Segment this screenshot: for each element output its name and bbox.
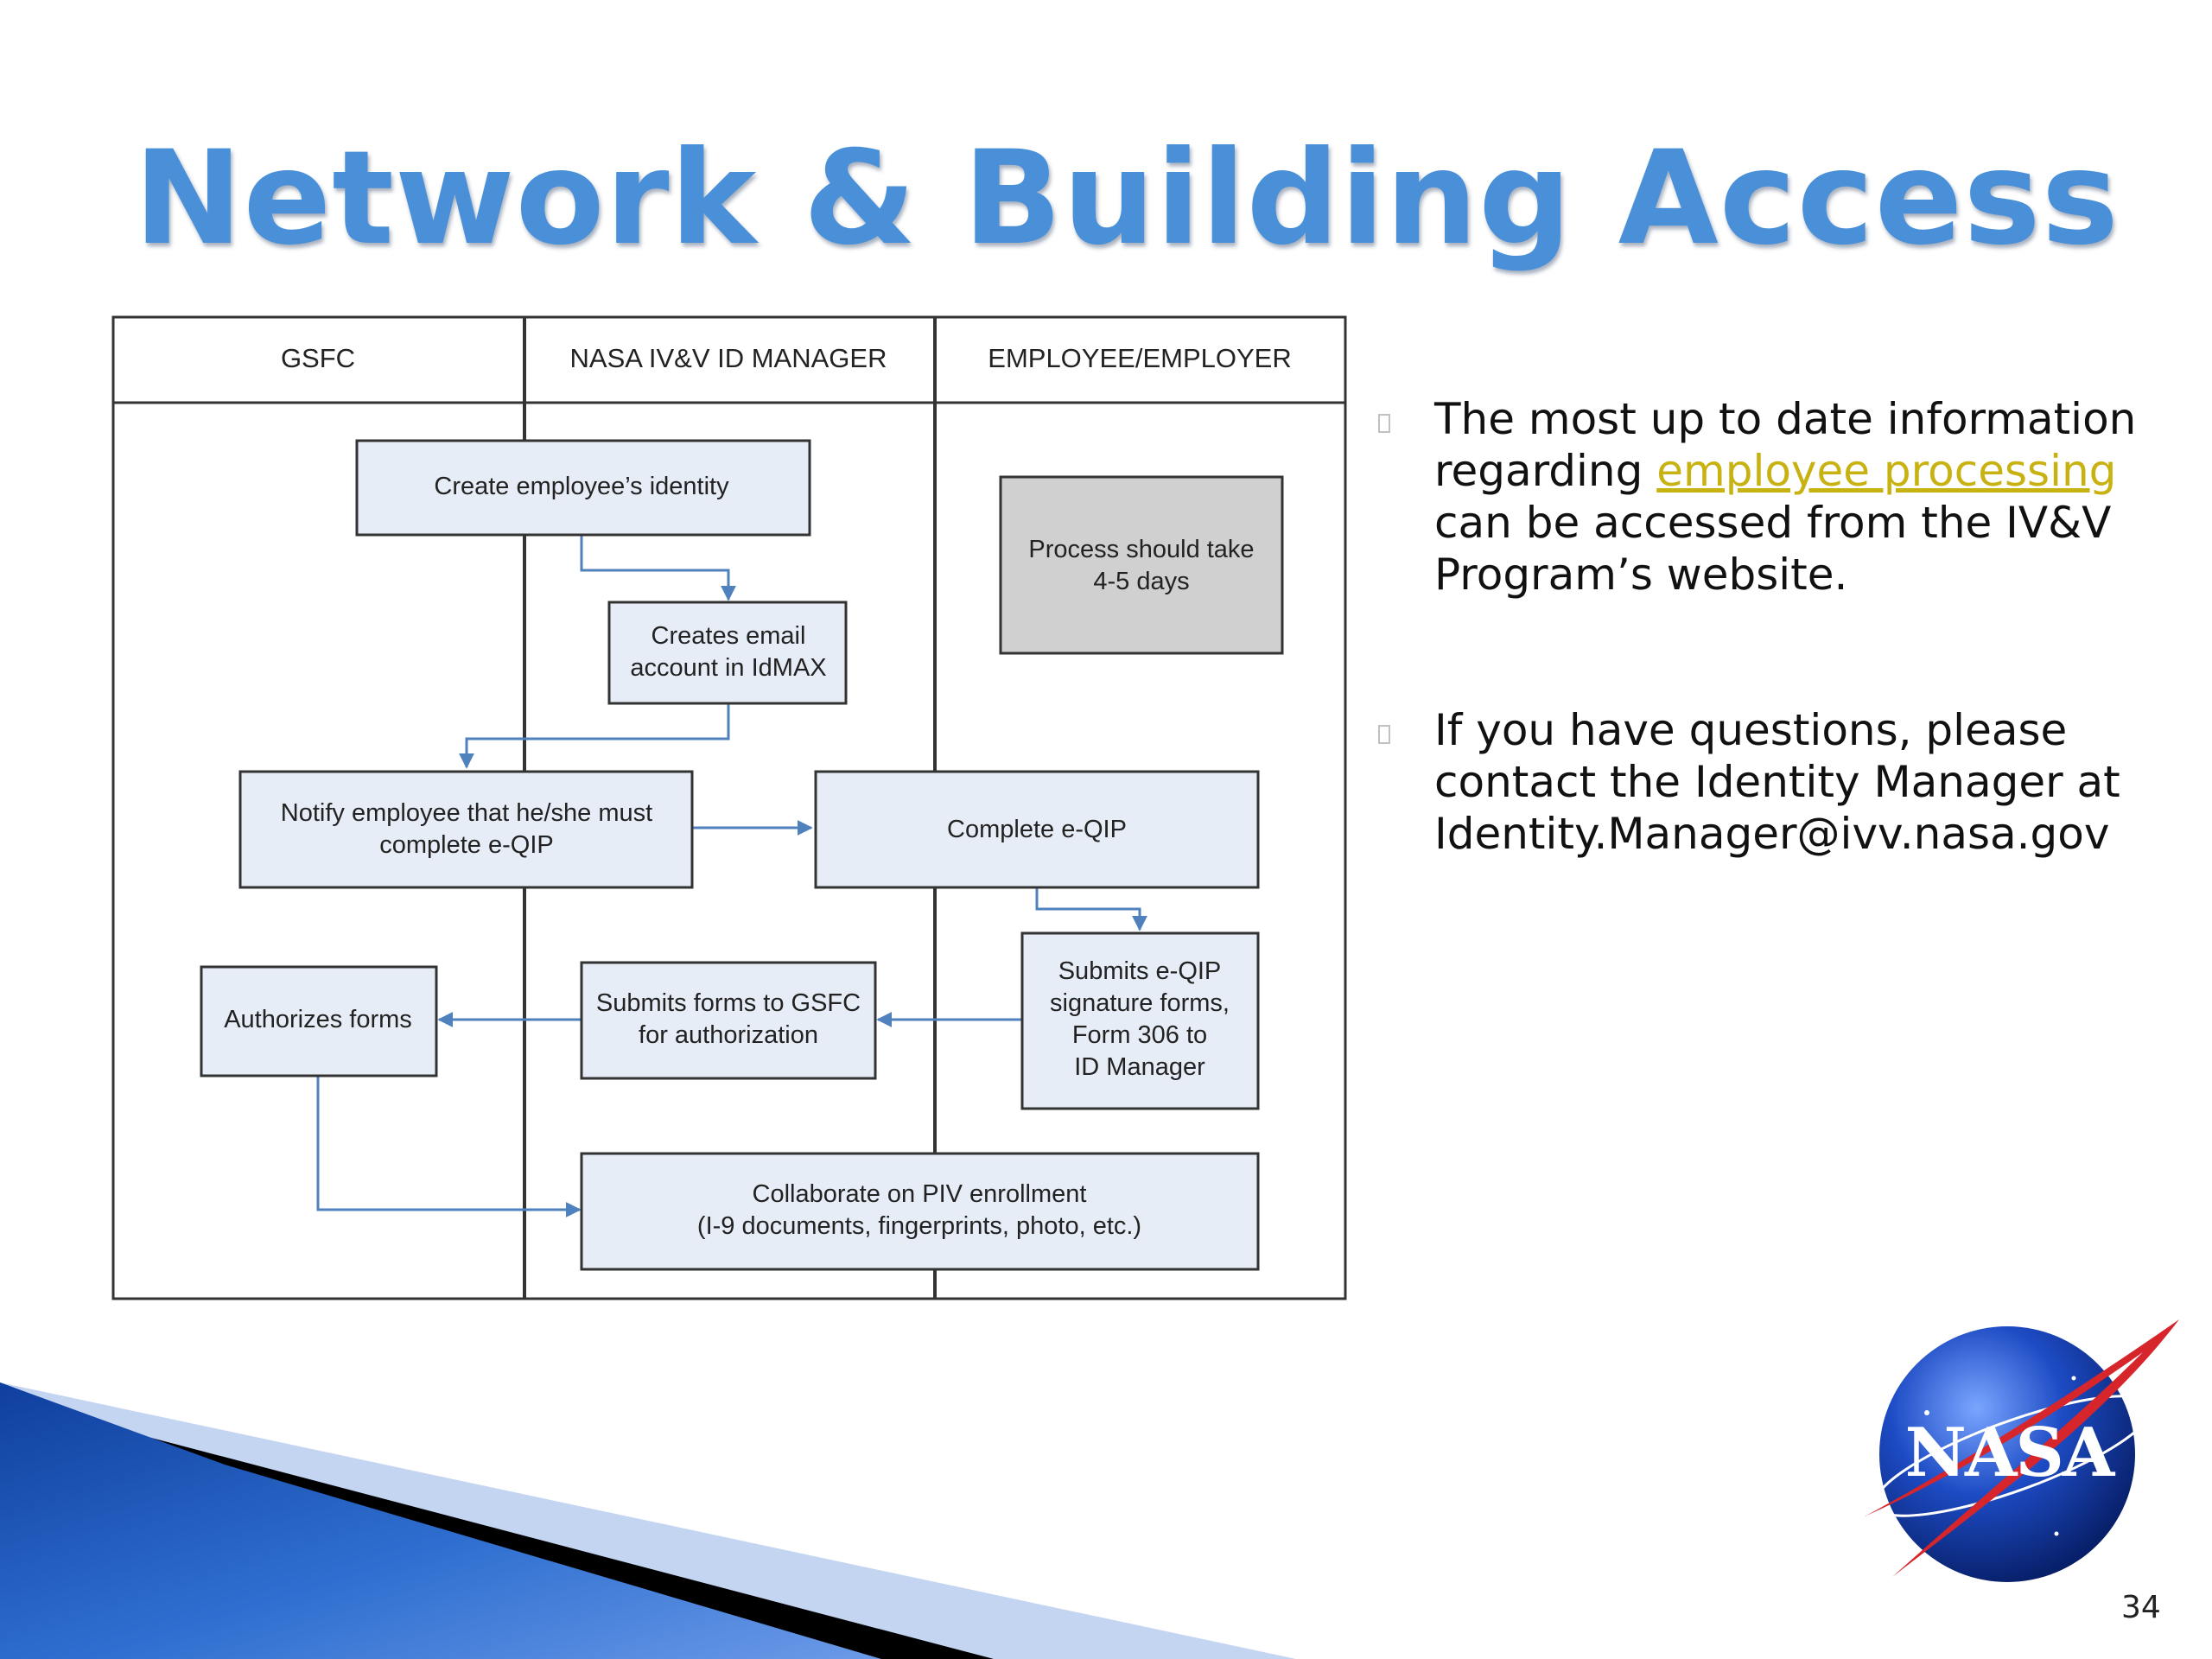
employee-processing-link[interactable]: employee processing: [1656, 446, 2117, 496]
lane-header-id-manager: NASA IV&V ID MANAGER: [570, 343, 887, 373]
nasa-logo: NASA: [1865, 1319, 2179, 1582]
step-create-identity: Create employee’s identity: [355, 439, 811, 537]
svg-text:Create employee’s identity: Create employee’s identity: [434, 473, 729, 500]
step-notify-employee: Notify employee that he/she must complet…: [238, 770, 694, 889]
svg-text:Creates email: Creates email: [652, 622, 806, 650]
step-complete-eqip: Complete e-QIP: [814, 770, 1260, 889]
svg-text:Complete e-QIP: Complete e-QIP: [947, 816, 1127, 843]
svg-text:signature forms,: signature forms,: [1050, 989, 1230, 1017]
svg-text:Notify employee that he/she mu: Notify employee that he/she must: [281, 799, 652, 827]
step-authorizes-forms: Authorizes forms: [200, 965, 438, 1077]
svg-text:complete e-QIP: complete e-QIP: [379, 831, 553, 859]
arrow-identity-to-email: [580, 536, 736, 601]
step-submits-to-gsfc: Submits forms to GSFC for authorization: [580, 961, 877, 1080]
bullet-list: The most up to date information regardin…: [1378, 393, 2199, 963]
svg-text:Process should take: Process should take: [1028, 536, 1254, 563]
svg-text:account in IdMAX: account in IdMAX: [630, 654, 826, 682]
svg-text:Submits forms to GSFC: Submits forms to GSFC: [596, 989, 861, 1017]
slide-title: Network & Building Access: [134, 124, 2120, 274]
page-number: 34: [2121, 1590, 2161, 1625]
bullet-marker-icon: [1378, 725, 1390, 744]
lane-header-gsfc: GSFC: [281, 343, 355, 373]
svg-text:for authorization: for authorization: [639, 1021, 818, 1049]
svg-text:Submits e-QIP: Submits e-QIP: [1058, 957, 1222, 985]
bullet-contact: If you have questions, please contact th…: [1378, 704, 2199, 860]
svg-text:Collaborate on PIV enrollment: Collaborate on PIV enrollment: [753, 1180, 1087, 1208]
step-create-email: Creates email account in IdMAX: [607, 601, 848, 705]
bullet-marker-icon: [1378, 414, 1390, 433]
decorative-swoosh: [0, 1382, 1296, 1659]
svg-text:(I-9 documents, fingerprints,: (I-9 documents, fingerprints, photo, etc…: [697, 1212, 1141, 1240]
svg-text:Authorizes forms: Authorizes forms: [224, 1006, 412, 1033]
svg-text:NASA: NASA: [1905, 1414, 2116, 1492]
svg-text:4-5 days: 4-5 days: [1093, 568, 1189, 595]
note-process-duration: Process should take 4-5 days: [999, 475, 1284, 655]
step-piv-enrollment: Collaborate on PIV enrollment (I-9 docum…: [580, 1152, 1260, 1271]
arrow-email-to-notify: [459, 704, 730, 769]
step-submits-eqip: Submits e-QIP signature forms, Form 306 …: [1020, 931, 1260, 1110]
arrow-authorize-to-piv: [316, 1076, 582, 1217]
svg-text:ID Manager: ID Manager: [1074, 1053, 1205, 1081]
svg-text:Form 306 to: Form 306 to: [1072, 1021, 1207, 1049]
arrow-complete-to-submit: [1035, 887, 1147, 931]
lane-header-employee: EMPLOYEE/EMPLOYER: [988, 343, 1291, 373]
bullet-info: The most up to date information regardin…: [1378, 393, 2199, 601]
